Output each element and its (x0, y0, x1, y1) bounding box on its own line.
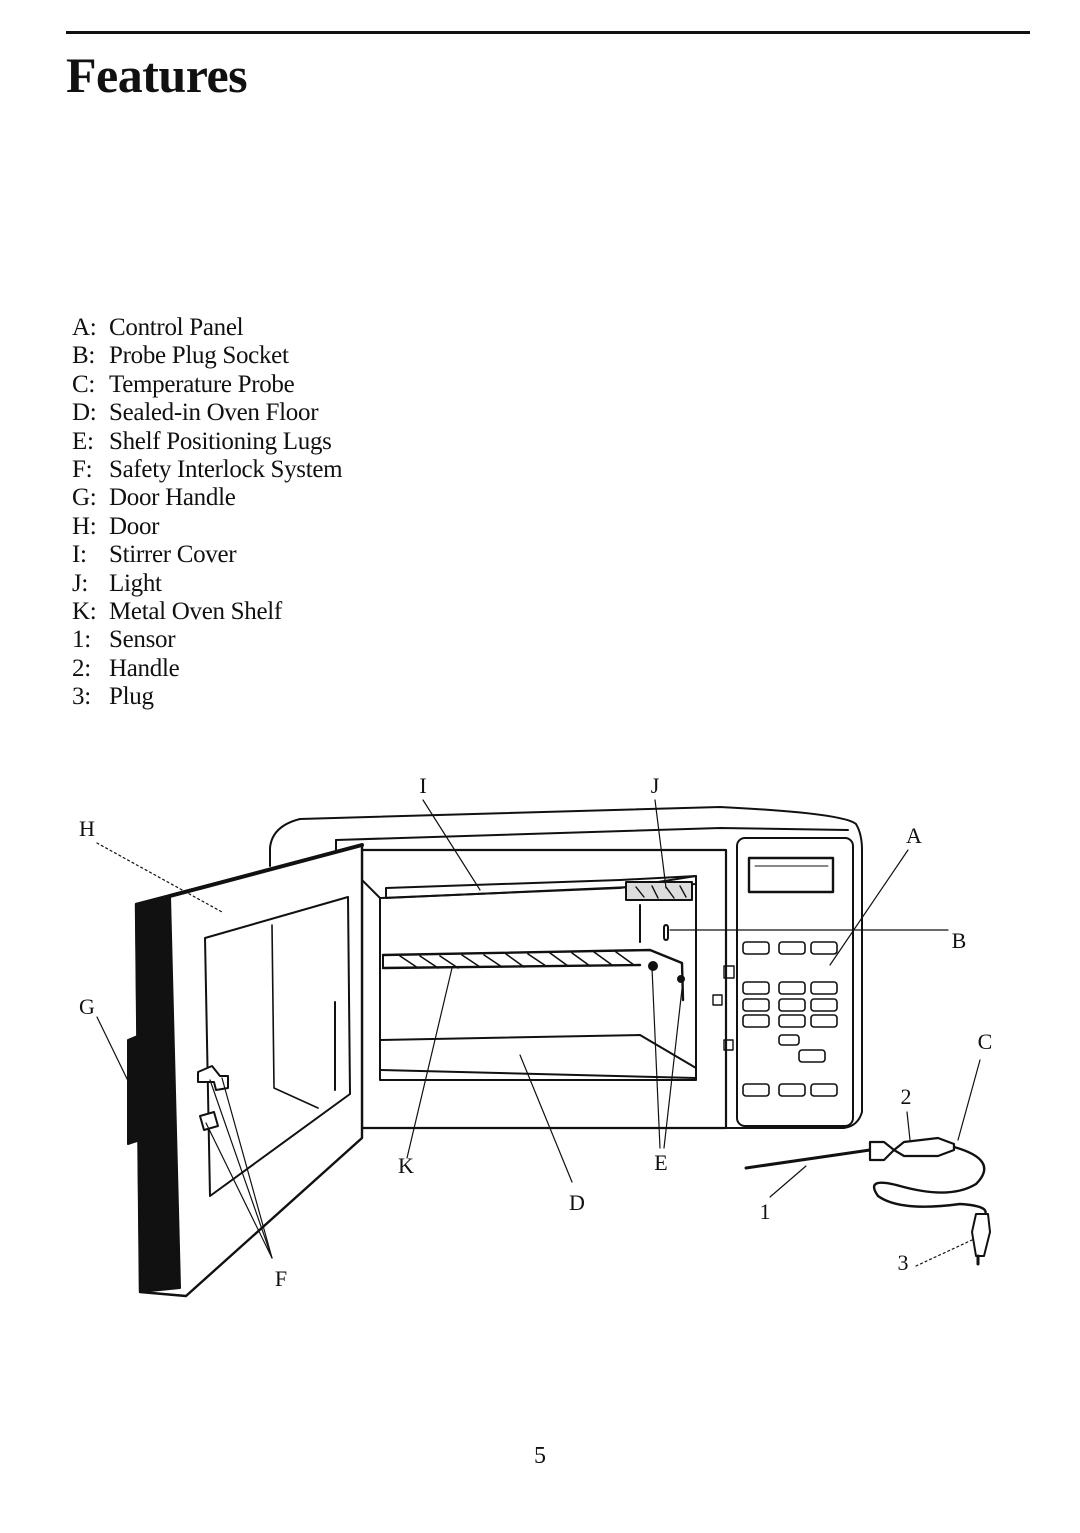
label-d: D (569, 1190, 585, 1215)
legend-text: Stirrer Cover (109, 541, 237, 569)
legend-key: K: (72, 598, 97, 626)
legend-item-k: K: Metal Oven Shelf (72, 598, 342, 626)
legend-item-f: F: Safety Interlock System (72, 456, 343, 484)
temperature-probe (744, 1136, 991, 1266)
legend-key: 1: (72, 626, 91, 654)
legend-key: F: (72, 456, 93, 484)
microwave-diagram: I J H A B G C 2 K E D 1 3 F (79, 773, 993, 1298)
oven-door (134, 843, 364, 1298)
oven-cabinet (269, 806, 863, 1129)
page-number: 5 (534, 1443, 546, 1469)
legend-text: Shelf Positioning Lugs (109, 427, 332, 455)
legend-text: Sealed-in Oven Floor (109, 399, 319, 427)
legend-item-b: B: Probe Plug Socket (72, 342, 342, 370)
legend-key: I: (72, 541, 87, 569)
label-j: J (651, 773, 660, 798)
label-k: K (398, 1153, 414, 1178)
legend-item-g: G: Door Handle (72, 484, 342, 512)
legend-item-e: E: Shelf Positioning Lugs (72, 428, 342, 456)
legend-item-d: D: Sealed-in Oven Floor (72, 399, 342, 427)
legend-key: A: (72, 314, 97, 341)
legend-key: C: (72, 370, 96, 398)
legend-text: Door (109, 512, 160, 540)
oven-light (625, 881, 693, 901)
legend-key: H: (72, 512, 97, 540)
legend-text: Light (109, 569, 162, 597)
probe-plug-socket (663, 924, 669, 941)
legend-item-h: H: Door (72, 513, 342, 541)
legend-text: Control Panel (109, 314, 244, 341)
label-e: E (654, 1150, 667, 1175)
legend-key: E: (72, 427, 94, 455)
features-legend: A: Control Panel B: Probe Plug Socket C: Te… (72, 314, 343, 712)
legend-item-3: 3: Plug (72, 683, 342, 711)
legend-item-j: J: Light (72, 570, 342, 598)
top-rule (66, 31, 1030, 34)
label-c: C (978, 1029, 993, 1054)
legend-key: 3: (72, 683, 91, 711)
page-title: Features (66, 47, 248, 103)
legend-key: J: (72, 569, 89, 597)
label-2: 2 (901, 1084, 912, 1109)
legend-text: Temperature Probe (109, 370, 295, 398)
legend-text: Metal Oven Shelf (109, 598, 282, 626)
door-handle (127, 1034, 141, 1145)
label-h: H (79, 816, 95, 841)
legend-key: D: (72, 399, 97, 427)
legend-text: Sensor (109, 626, 176, 654)
label-b: B (952, 928, 967, 953)
legend-key: 2: (72, 654, 91, 682)
legend-key: G: (72, 484, 97, 512)
legend-item-c: C: Temperature Probe (72, 371, 342, 399)
legend-text: Safety Interlock System (109, 456, 343, 484)
legend-text: Handle (109, 654, 180, 682)
legend-text: Door Handle (109, 484, 236, 512)
label-i: I (419, 773, 426, 798)
control-panel (712, 837, 854, 1127)
stirrer-cover (385, 875, 697, 899)
label-g: G (79, 994, 95, 1019)
metal-oven-shelf (381, 948, 685, 1002)
legend-item-i: I: Stirrer Cover (72, 541, 342, 569)
label-f: F (275, 1266, 287, 1291)
legend-key: B: (72, 342, 96, 370)
leader-lines (96, 799, 981, 1267)
legend-item-1: 1: Sensor (72, 626, 342, 654)
legend-item-2: 2: Handle (72, 655, 342, 683)
legend-text: Plug (109, 683, 154, 711)
legend-item-a: A: Control Panel (72, 314, 342, 342)
legend-text: Probe Plug Socket (109, 342, 289, 370)
safety-interlock-lugs (197, 1065, 229, 1131)
label-a: A (906, 823, 922, 848)
label-1: 1 (760, 1199, 771, 1224)
label-3: 3 (898, 1250, 909, 1275)
